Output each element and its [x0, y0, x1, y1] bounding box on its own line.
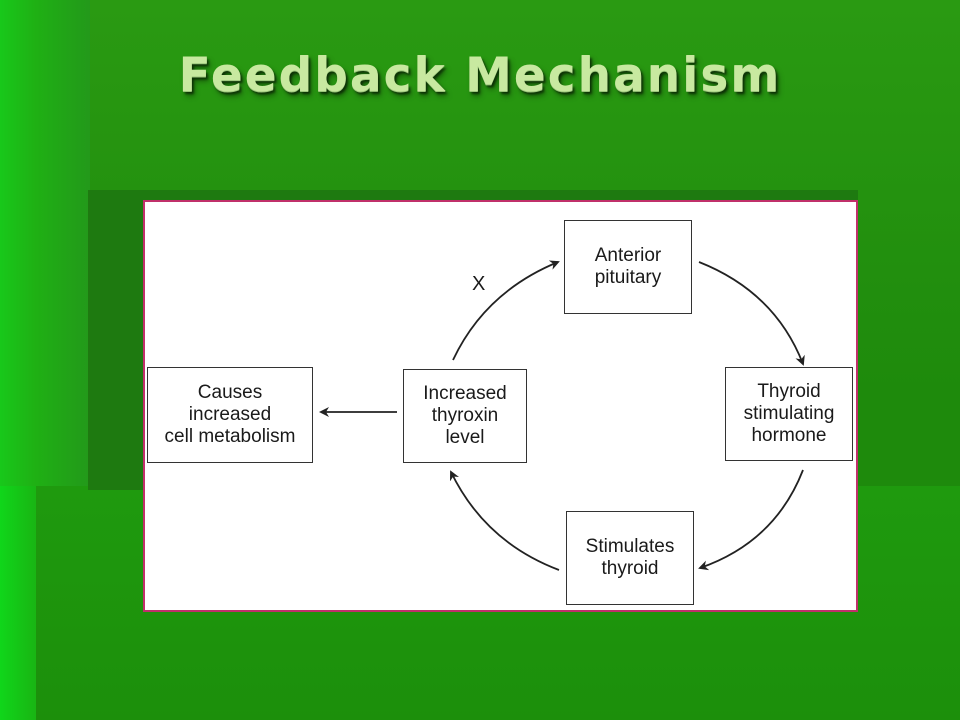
slide-title: Feedback Mechanism: [178, 48, 782, 103]
node-thyroid-stimulating-hormone: Thyroid stimulating hormone: [725, 367, 853, 461]
node-stimulates-thyroid: Stimulates thyroid: [566, 511, 694, 605]
feedback-diagram: Anterior pituitary Thyroid stimulating h…: [143, 200, 858, 612]
node-cell-metabolism: Causes increased cell metabolism: [147, 367, 313, 463]
arrow-thyroid-to-thyroxin: [450, 470, 560, 571]
arrow-thyroxin-to-pituitary: [452, 260, 560, 361]
slide-lower-left-accent: [0, 486, 36, 720]
arrow-pituitary-to-tsh: [698, 261, 805, 366]
inhibition-mark: X: [472, 273, 486, 295]
diagram-arrows: [319, 260, 805, 571]
node-increased-thyroxin: Increased thyroxin level: [403, 369, 527, 463]
arrow-tsh-to-thyroid: [698, 469, 804, 571]
node-anterior-pituitary: Anterior pituitary: [564, 220, 692, 314]
